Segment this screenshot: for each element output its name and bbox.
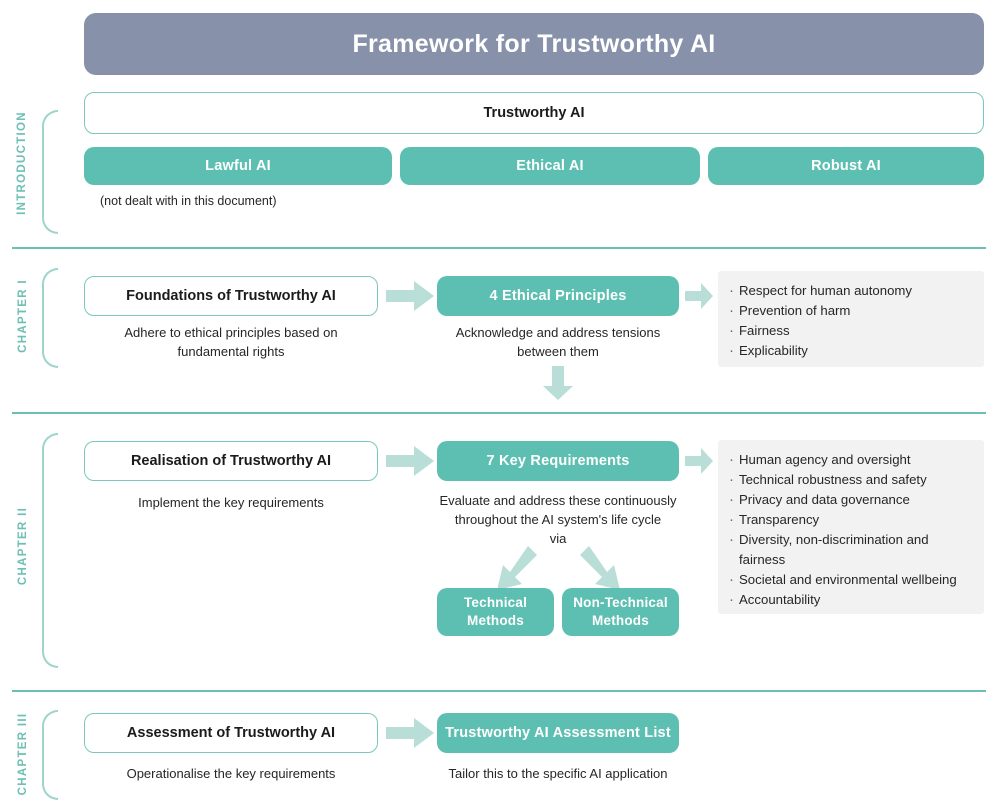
section-label-introduction: INTRODUCTION xyxy=(16,111,28,215)
box-trustworthy-ai: Trustworthy AI xyxy=(84,92,984,134)
section-label-chapter-2: CHAPTER II xyxy=(17,506,29,586)
list-item: Diversity, non-discrimination and fairne… xyxy=(728,529,972,570)
box-robust-ai: Robust AI xyxy=(708,147,984,185)
caption-realisation: Implement the key requirements xyxy=(138,495,324,510)
note-lawful-ai-not-covered: (not dealt with in this document) xyxy=(100,194,277,208)
caption-7-key-requirements: Evaluate and address these continuously … xyxy=(439,493,677,527)
down-right-block-arrow-icon xyxy=(580,546,620,590)
caption-foundations: Adhere to ethical principles based on fu… xyxy=(124,325,338,359)
list-item: Explicability xyxy=(728,340,972,363)
box-assessment-list-label: Trustworthy AI Assessment List xyxy=(445,724,671,741)
box-foundations-of-trustworthy-ai: Foundations of Trustworthy AI xyxy=(84,276,378,316)
box-ethical-ai: Ethical AI xyxy=(400,147,700,185)
box-technical-methods: Technical Methods xyxy=(437,588,554,636)
section-separator-1 xyxy=(12,247,986,249)
down-left-block-arrow-icon xyxy=(497,546,537,590)
list-item: Accountability xyxy=(728,589,972,612)
list-item: Privacy and data governance xyxy=(728,489,972,512)
list-item: Respect for human autonomy xyxy=(728,280,972,303)
down-block-arrow-icon xyxy=(543,366,573,400)
list-item: Technical robustness and safety xyxy=(728,469,972,492)
box-non-technical-methods: Non-Technical Methods xyxy=(562,588,679,636)
section-label-chapter-1: CHAPTER I xyxy=(17,279,29,353)
box-7-key-requirements-label: 7 Key Requirements xyxy=(486,452,630,469)
section-bracket-chapter-3 xyxy=(42,710,58,800)
box-realisation-label: Realisation of Trustworthy AI xyxy=(130,452,332,469)
section-separator-2 xyxy=(12,412,986,414)
right-block-arrow-icon-5 xyxy=(386,718,434,748)
bullet-panel-ethical-principles: Respect for human autonomy Prevention of… xyxy=(718,271,984,367)
section-bracket-chapter-1 xyxy=(42,268,58,368)
box-realisation-of-trustworthy-ai: Realisation of Trustworthy AI xyxy=(84,441,378,481)
key-requirements-list: Human agency and oversight Technical rob… xyxy=(728,449,972,612)
section-label-chapter-3: CHAPTER III xyxy=(17,712,29,796)
caption-assessment: Operationalise the key requirements xyxy=(126,766,336,781)
caption-4-ethical-principles: Acknowledge and address tensions between… xyxy=(455,325,661,359)
right-block-arrow-icon xyxy=(386,281,434,311)
box-trustworthy-ai-assessment-list: Trustworthy AI Assessment List xyxy=(437,713,679,753)
page-title: Framework for Trustworthy AI xyxy=(352,29,716,58)
box-assessment-of-trustworthy-ai: Assessment of Trustworthy AI xyxy=(84,713,378,753)
bullet-panel-key-requirements: Human agency and oversight Technical rob… xyxy=(718,440,984,614)
box-ethical-ai-label: Ethical AI xyxy=(516,157,584,174)
section-separator-3 xyxy=(12,690,986,692)
box-non-technical-methods-label: Non-Technical Methods xyxy=(573,594,668,628)
caption-assessment-list: Tailor this to the specific AI applicati… xyxy=(448,766,668,781)
section-bracket-introduction xyxy=(42,110,58,234)
box-technical-methods-label: Technical Methods xyxy=(463,594,528,628)
right-block-arrow-icon-3 xyxy=(386,446,434,476)
box-4-ethical-principles-label: 4 Ethical Principles xyxy=(489,287,627,304)
box-lawful-ai: Lawful AI xyxy=(84,147,392,185)
box-lawful-ai-label: Lawful AI xyxy=(205,157,271,174)
list-item: Fairness xyxy=(728,320,972,343)
box-4-ethical-principles: 4 Ethical Principles xyxy=(437,276,679,316)
box-7-key-requirements: 7 Key Requirements xyxy=(437,441,679,481)
list-item: Human agency and oversight xyxy=(728,449,972,472)
box-foundations-label: Foundations of Trustworthy AI xyxy=(126,287,336,304)
list-item: Prevention of harm xyxy=(728,300,972,323)
section-bracket-chapter-2 xyxy=(42,433,58,668)
page-header-banner: Framework for Trustworthy AI xyxy=(84,13,984,75)
box-robust-ai-label: Robust AI xyxy=(811,157,881,174)
label-via: via xyxy=(549,531,567,546)
box-assessment-label: Assessment of Trustworthy AI xyxy=(126,724,336,741)
right-block-arrow-icon-2 xyxy=(685,283,713,309)
list-item: Societal and environmental wellbeing xyxy=(728,569,972,592)
list-item: Transparency xyxy=(728,509,972,532)
ethical-principles-list: Respect for human autonomy Prevention of… xyxy=(728,280,972,363)
box-trustworthy-ai-label: Trustworthy AI xyxy=(483,104,585,121)
right-block-arrow-icon-4 xyxy=(685,448,713,474)
